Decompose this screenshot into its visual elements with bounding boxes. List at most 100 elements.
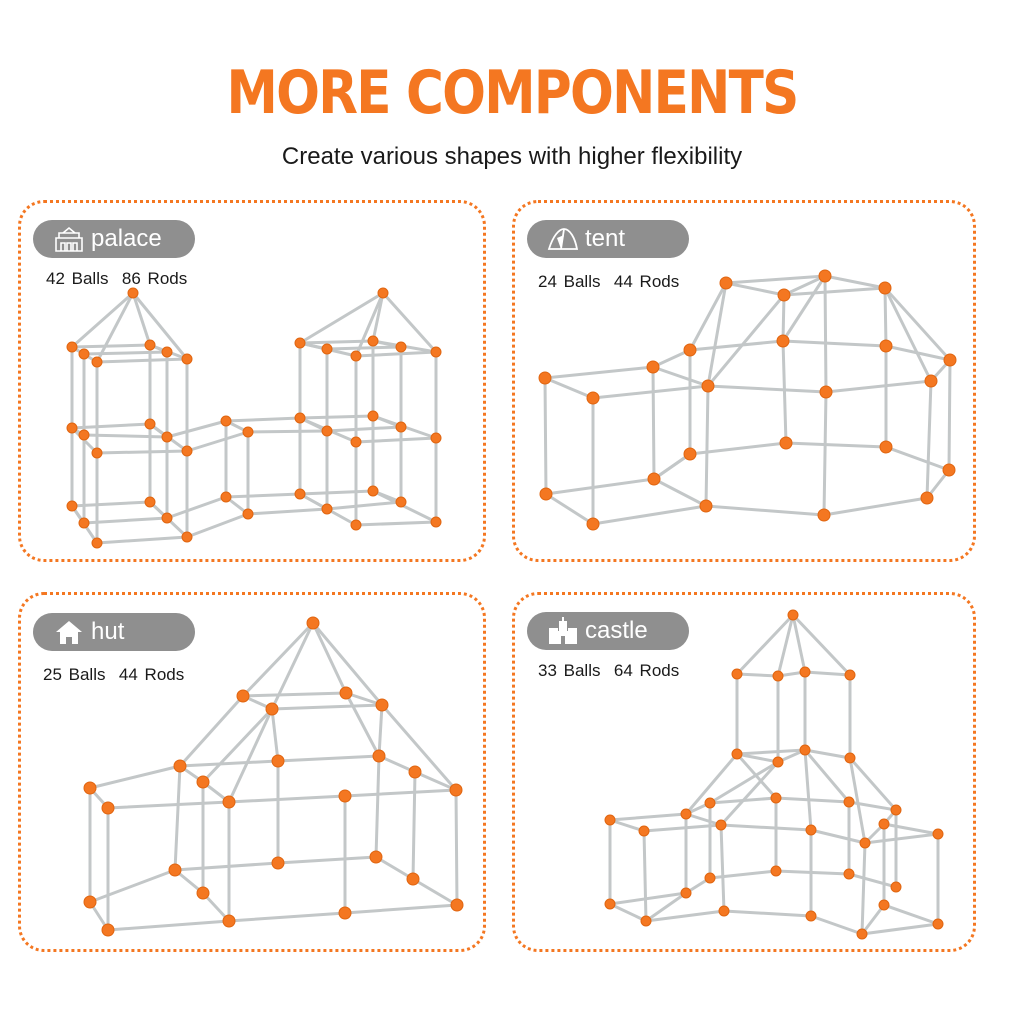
rod: [173, 861, 280, 872]
ball: [294, 488, 306, 500]
ball: [127, 287, 139, 299]
castle-icon: [547, 617, 579, 645]
rod: [544, 492, 595, 526]
ball: [350, 350, 362, 362]
ball: [932, 918, 944, 930]
rod: [343, 903, 459, 915]
ball: [78, 517, 90, 529]
rod: [298, 291, 385, 345]
rod: [847, 872, 898, 889]
rod: [803, 748, 813, 832]
ball: [338, 906, 352, 920]
ball: [799, 744, 811, 756]
ball: [181, 353, 193, 365]
ball: [236, 689, 250, 703]
ball: [718, 905, 730, 917]
hut-label: hut: [91, 618, 125, 645]
ball: [367, 410, 379, 422]
ball: [704, 797, 716, 809]
tent-counts: 24 Balls 44 Rods: [538, 272, 680, 291]
rod: [708, 796, 778, 805]
ball: [772, 756, 784, 768]
ball: [168, 863, 182, 877]
rod: [651, 365, 656, 481]
tent-panel: [512, 200, 976, 562]
ball: [787, 609, 799, 621]
rod: [454, 788, 459, 907]
rod: [165, 419, 228, 439]
rod: [608, 818, 646, 833]
rod: [413, 770, 458, 792]
rod: [784, 441, 888, 449]
ball: [890, 881, 902, 893]
ball: [638, 825, 650, 837]
ball: [779, 436, 793, 450]
rod: [809, 914, 864, 936]
ball: [372, 749, 386, 763]
ball: [377, 287, 389, 299]
rod: [925, 379, 933, 500]
rod: [735, 613, 795, 676]
rod: [543, 376, 548, 496]
rod: [781, 274, 827, 343]
rod: [377, 754, 417, 774]
rod: [847, 800, 898, 812]
ball: [942, 463, 956, 477]
ball: [539, 487, 553, 501]
ball: [699, 499, 713, 513]
rod: [374, 855, 415, 881]
ball: [78, 348, 90, 360]
rod: [173, 764, 182, 872]
rod: [325, 500, 403, 511]
rod: [270, 707, 280, 763]
ball: [196, 775, 210, 789]
ball: [819, 385, 833, 399]
ball: [161, 346, 173, 358]
rod: [706, 293, 786, 388]
ball: [66, 341, 78, 353]
rod: [642, 823, 723, 833]
rod: [704, 504, 826, 517]
ball: [817, 508, 831, 522]
rod: [822, 496, 929, 517]
ball: [430, 516, 442, 528]
rod: [591, 504, 708, 526]
ball: [144, 496, 156, 508]
ball: [640, 915, 652, 927]
palace-panel: [18, 200, 486, 562]
rod: [782, 274, 827, 297]
ball: [265, 702, 279, 716]
ball: [367, 485, 379, 497]
rod: [544, 477, 656, 496]
rod: [354, 350, 438, 358]
ball: [731, 668, 743, 680]
rod: [688, 339, 785, 352]
rod: [774, 796, 851, 804]
rod: [70, 291, 135, 349]
rod: [791, 613, 807, 674]
ball: [408, 765, 422, 779]
ball: [449, 783, 463, 797]
rod: [652, 477, 708, 508]
rod: [325, 345, 403, 351]
rod: [178, 694, 245, 768]
rod: [185, 430, 250, 453]
ball: [181, 531, 193, 543]
page-subtitle: Create various shapes with higher flexib…: [281, 143, 743, 170]
ball: [715, 819, 727, 831]
rod: [781, 339, 888, 348]
ball: [538, 371, 552, 385]
ball: [680, 808, 692, 820]
rod: [298, 489, 375, 496]
ball: [604, 898, 616, 910]
ball: [294, 337, 306, 349]
rod: [724, 274, 827, 285]
ball: [406, 872, 420, 886]
ball: [101, 801, 115, 815]
ball: [220, 415, 232, 427]
rod: [165, 495, 228, 520]
ball: [777, 288, 791, 302]
rod: [246, 507, 329, 516]
